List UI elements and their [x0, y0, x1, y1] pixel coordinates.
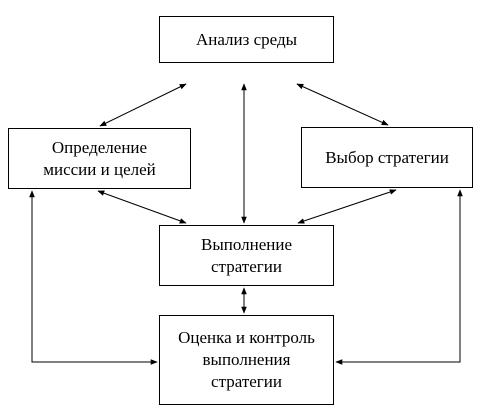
node-mission-and-goals-line-1: Определение: [51, 137, 148, 157]
node-strategy-execution-line-1: Выполнение: [200, 234, 292, 254]
edge-strategy-analysis: [296, 83, 389, 126]
node-environment-analysis: Анализ среды: [159, 16, 334, 63]
node-environment-analysis-line-1: Анализ среды: [195, 29, 298, 49]
node-mission-and-goals-line-2: миссии и целей: [43, 159, 156, 179]
edge-mission-control: [29, 190, 158, 365]
node-strategy-execution: Выполнение стратегии: [159, 225, 334, 286]
edge-mission-execution: [97, 190, 187, 224]
edge-strategy-control: [335, 189, 463, 365]
node-evaluation-and-control: Оценка и контроль выполнения стратегии: [159, 315, 334, 405]
node-evaluation-and-control-line-1: Оценка и контроль: [178, 328, 315, 347]
node-mission-and-goals: Определение миссии и целей: [8, 128, 191, 189]
node-strategy-choice-line-1: Выбор стратегии: [325, 147, 449, 167]
edge-mission-analysis: [99, 83, 187, 127]
node-evaluation-and-control-line-2: выполнения: [202, 350, 291, 369]
edge-strategy-execution: [297, 189, 397, 224]
node-evaluation-and-control-line-3: стратегии: [211, 372, 282, 391]
node-strategy-execution-line-2: стратегии: [211, 256, 282, 276]
node-strategy-choice: Выбор стратегии: [301, 127, 473, 188]
